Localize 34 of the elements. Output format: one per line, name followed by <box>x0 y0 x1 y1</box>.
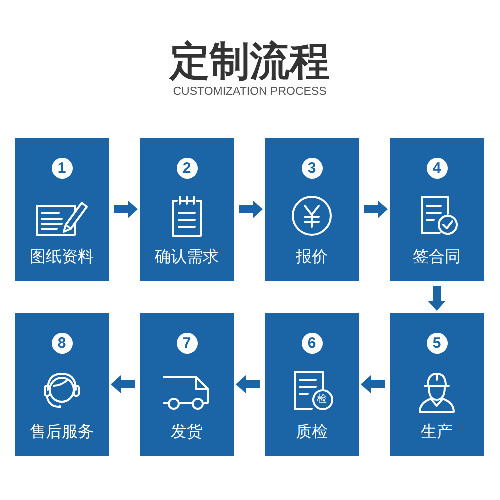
step-label: 图纸资料 <box>30 247 94 267</box>
arrow <box>428 286 446 311</box>
step-box <box>140 313 234 456</box>
step-number: 7 <box>176 333 198 354</box>
step-number: 5 <box>426 333 448 354</box>
arrow <box>364 200 388 218</box>
step-box <box>390 313 484 456</box>
step-number: 6 <box>302 333 322 354</box>
step-box <box>265 313 359 456</box>
step-number: 1 <box>52 158 72 179</box>
arrow <box>111 376 135 394</box>
step-box <box>390 138 484 281</box>
arrow <box>114 200 138 218</box>
title: 定制流程 <box>170 38 330 86</box>
step-box <box>15 138 109 281</box>
stamp-text: 检 <box>317 394 327 406</box>
step-number: 3 <box>302 158 322 179</box>
step-number: 2 <box>176 158 198 179</box>
step-label: 报价 <box>296 247 328 267</box>
step-label: 质检 <box>296 422 328 442</box>
step-label: 发货 <box>171 422 203 442</box>
step-box <box>15 313 109 456</box>
step-label: 生产 <box>421 422 453 442</box>
step-label: 售后服务 <box>30 422 94 442</box>
step-label: 签合同 <box>413 247 461 267</box>
arrow <box>236 376 260 394</box>
step-number: 8 <box>52 333 72 354</box>
step-box <box>140 138 234 281</box>
step-number: 4 <box>426 158 448 179</box>
subtitle: CUSTOMIZATION PROCESS <box>173 85 327 100</box>
step-box <box>265 138 359 281</box>
arrow <box>239 200 263 218</box>
step-label: 确认需求 <box>155 247 219 267</box>
arrow <box>361 376 385 394</box>
